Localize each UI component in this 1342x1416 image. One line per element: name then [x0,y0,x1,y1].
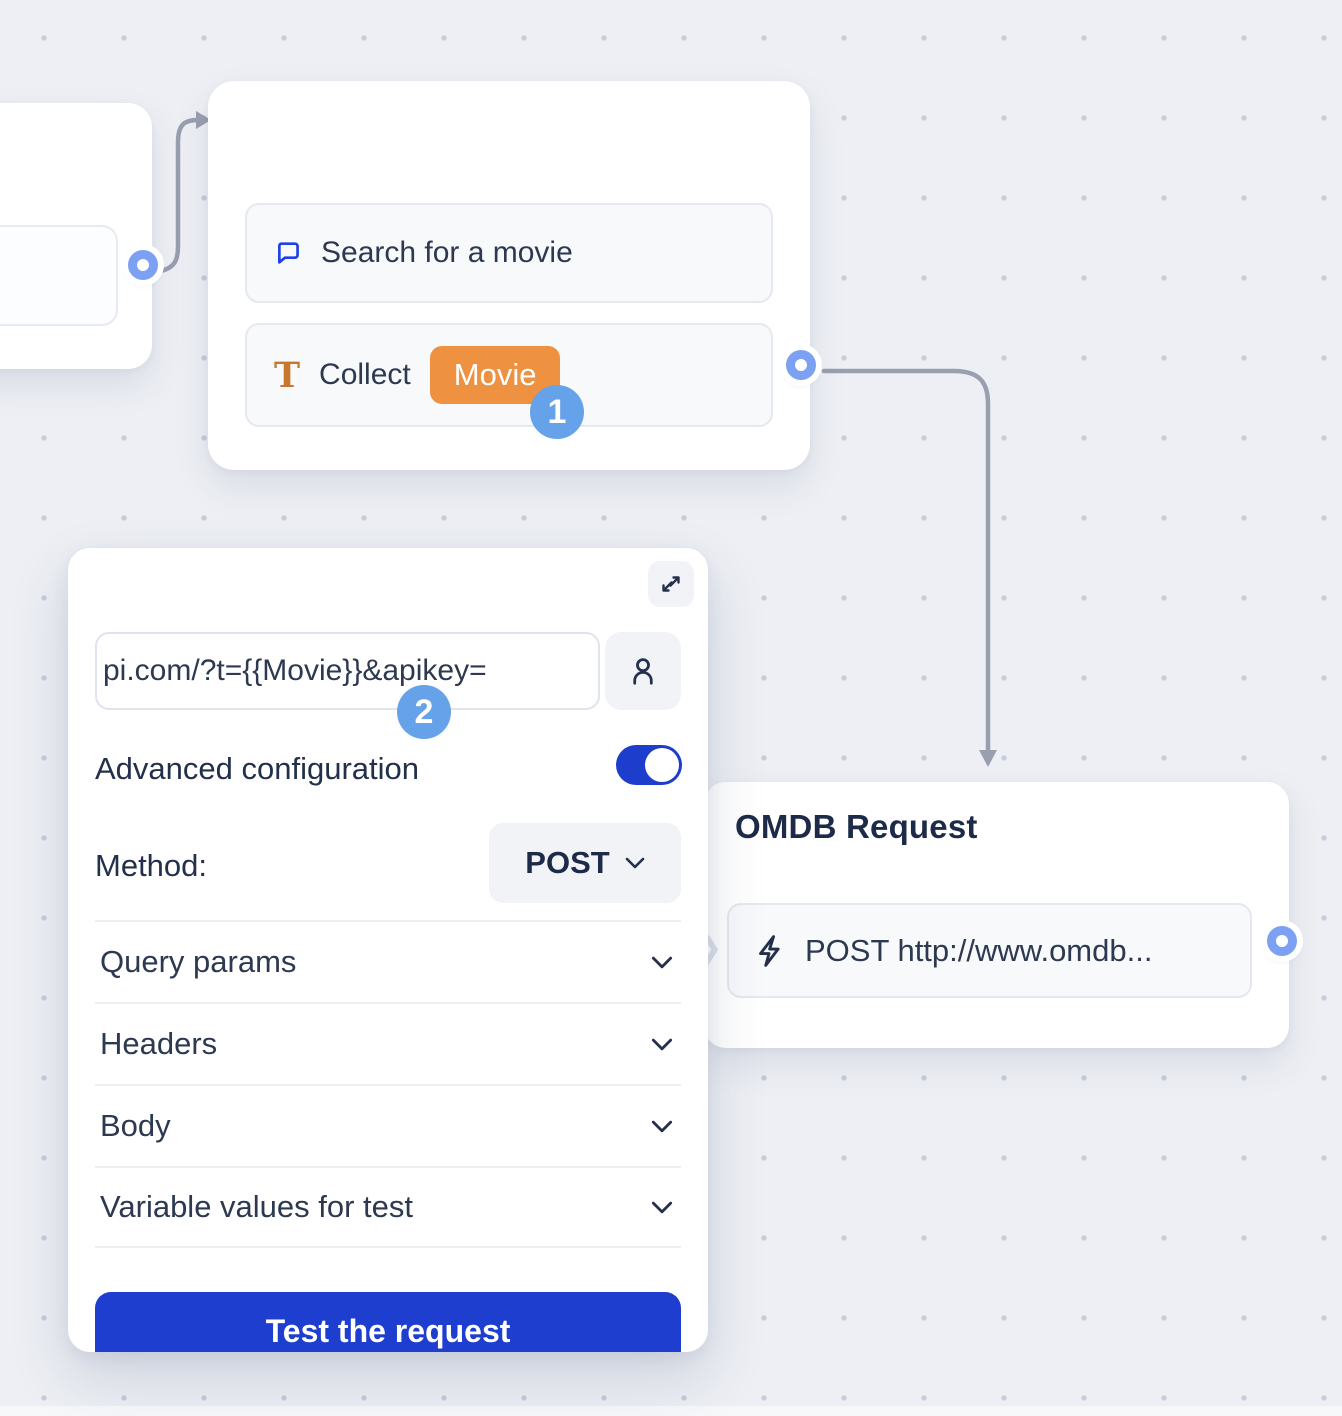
node-title: OMDB Request [735,808,978,845]
flow-step-collect-movie[interactable]: T Collect Movie [245,323,773,427]
advanced-configuration-toggle[interactable] [616,745,682,785]
step-label: POST http://www.omdb... [805,932,1153,968]
expand-button[interactable] [648,561,694,607]
connector-to-omdb [821,368,991,753]
toggle-knob [645,748,679,782]
advanced-configuration-label: Advanced configuration [95,751,420,786]
output-port-movie-search[interactable] [786,350,816,380]
chevron-down-icon [651,1120,673,1132]
chevron-down-icon [651,1038,673,1050]
output-port-omdb[interactable] [1267,926,1297,956]
request-url-input[interactable] [95,632,600,710]
chat-bubble-icon [278,242,299,264]
flow-step-webhook-request[interactable]: POST http://www.omdb... [727,903,1252,998]
flow-step-search-for-movie[interactable]: Search for a movie [245,203,773,303]
arrowhead-right-icon [196,111,211,129]
arrowhead-down-icon [979,750,997,767]
webhook-config-panel: Advanced configuration Method: POST Quer… [68,548,708,1352]
section-query-params[interactable]: Query params [95,920,681,1002]
chevron-down-icon [651,956,673,968]
connector-to-movie-search [157,117,201,274]
node-previous-partial[interactable] [0,103,152,369]
method-value: POST [525,845,610,880]
person-button[interactable] [605,632,681,710]
step-badge-1: 1 [530,385,584,439]
text-input-icon: T [274,354,301,396]
chevron-down-icon [625,857,645,869]
section-body[interactable]: Body [95,1084,681,1166]
step-label: Search for a movie [321,236,573,269]
section-variable-values[interactable]: Variable values for test [95,1166,681,1248]
test-request-button[interactable]: Test the request [95,1292,681,1352]
output-port-previous[interactable] [128,250,158,280]
node-previous-item[interactable] [0,225,118,326]
section-headers[interactable]: Headers [95,1002,681,1084]
bottom-edge-highlight [0,1406,1342,1416]
node-movie-search[interactable]: Movie search Search for a movie T Collec… [208,81,810,470]
lightning-bolt-icon [759,934,780,967]
step-label: Collect [319,358,411,391]
chevron-down-icon [651,1201,673,1213]
step-badge-2: 2 [397,685,451,739]
method-label: Method: [95,848,208,883]
method-dropdown[interactable]: POST [489,823,681,903]
person-icon [633,658,653,685]
expand-icon [662,576,680,592]
collapsible-sections: Query params Headers Body Variable value… [95,920,681,1248]
node-omdb-request[interactable]: OMDB Request ❯ POST http://www.omdb... [696,782,1289,1048]
